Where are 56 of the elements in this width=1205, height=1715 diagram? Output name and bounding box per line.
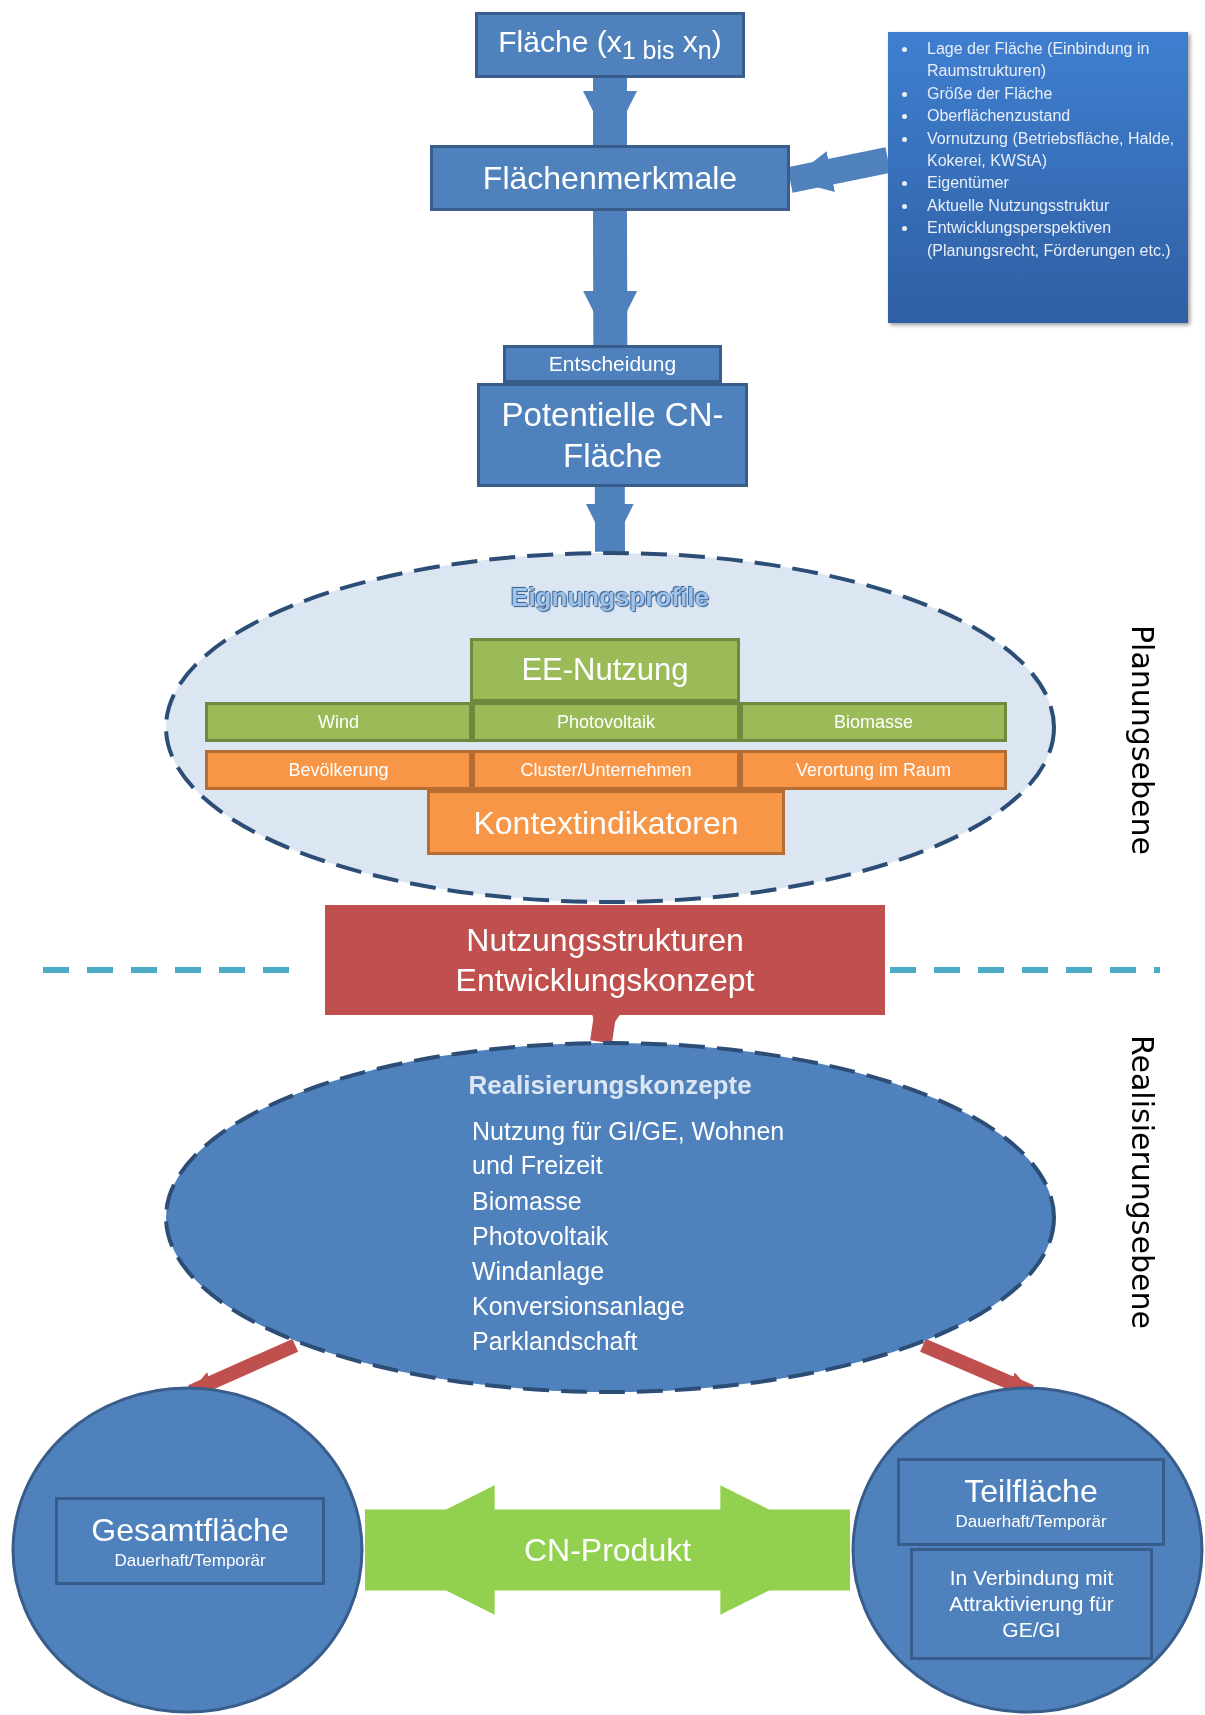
box-label: Wind xyxy=(317,710,360,734)
process-box xyxy=(475,12,745,78)
bullet-item: Entwicklungsperspektiven (Planungsrecht, Förderungen etc.) xyxy=(927,218,1172,261)
info-box xyxy=(888,32,1188,323)
box-label: Kontextindikatoren xyxy=(472,803,740,843)
process-box xyxy=(205,750,472,790)
list-item: Photovoltaik xyxy=(472,1221,610,1252)
list-item: Biomasse xyxy=(472,1186,583,1217)
process-box xyxy=(503,345,722,383)
process-box xyxy=(472,702,740,742)
process-box xyxy=(910,1548,1153,1660)
list-item: Windanlage xyxy=(472,1256,606,1287)
box-label: Cluster/Unternehmen xyxy=(519,758,693,782)
bullet-item: Aktuelle Nutzungsstruktur xyxy=(927,195,1110,216)
list-item: Konversionsanlage xyxy=(472,1291,686,1322)
process-box xyxy=(205,702,472,742)
box-label: Flächenmerkmale xyxy=(481,159,739,198)
bullet-item: Größe der Fläche xyxy=(927,83,1053,104)
arrow xyxy=(582,78,638,145)
box-label: Potentielle CN-Fläche xyxy=(500,394,725,476)
group-title: Eignungsprofile xyxy=(511,582,709,613)
bullet-item: Oberflächenzustand xyxy=(927,106,1071,127)
box-label: EE-Nutzung xyxy=(520,650,690,689)
list-item: Parklandschaft xyxy=(472,1326,639,1357)
box-label: Biomasse xyxy=(833,710,914,734)
box-label: Fläche (x$_{1 bis}$ x$_{n}$) xyxy=(497,24,723,67)
box-sublabel: Dauerhaft/Temporär xyxy=(113,1550,267,1572)
double-arrow xyxy=(365,1485,850,1615)
process-box xyxy=(472,750,740,790)
box-label: Entscheidung xyxy=(547,350,678,377)
box-sublabel: Dauerhaft/Temporär xyxy=(954,1511,1108,1533)
list-item: Nutzung für GI/GE, Wohnen und Freizeit xyxy=(472,1116,786,1181)
process-box xyxy=(470,638,740,702)
bullet-item: Eigentümer xyxy=(927,173,1009,194)
label-box xyxy=(897,1458,1165,1546)
box-label: Teilfläche xyxy=(963,1472,1099,1512)
box-label: Gesamtfläche xyxy=(90,1511,290,1551)
process-box xyxy=(430,145,790,211)
process-box xyxy=(477,383,748,487)
box-label: Bevölkerung xyxy=(287,758,390,782)
box-label: Nutzungsstrukturen Entwicklungskonzept xyxy=(454,921,756,1000)
process-box xyxy=(325,905,885,1015)
arrow xyxy=(583,210,638,346)
box-label: Photovoltaik xyxy=(555,710,657,734)
box-label: In Verbindung mit Attraktivierung für GE/GI xyxy=(948,1564,1115,1644)
box-label: Verortung im Raum xyxy=(794,758,953,782)
side-label: Planungsebene xyxy=(1125,625,1160,855)
bullet-item: Lage der Fläche (Einbindung in Raumstrukturen) xyxy=(927,39,1151,82)
process-box xyxy=(427,790,785,855)
arrow xyxy=(585,486,634,552)
process-box xyxy=(740,702,1007,742)
bullet-item: Vornutzung (Betriebsfläche, Halde, Kokerei, KWStA) xyxy=(927,128,1176,171)
process-box xyxy=(740,750,1007,790)
side-label: Realisierungsebene xyxy=(1125,1035,1160,1329)
label-box xyxy=(55,1497,325,1585)
group-title: Realisierungskonzepte xyxy=(468,1070,752,1101)
